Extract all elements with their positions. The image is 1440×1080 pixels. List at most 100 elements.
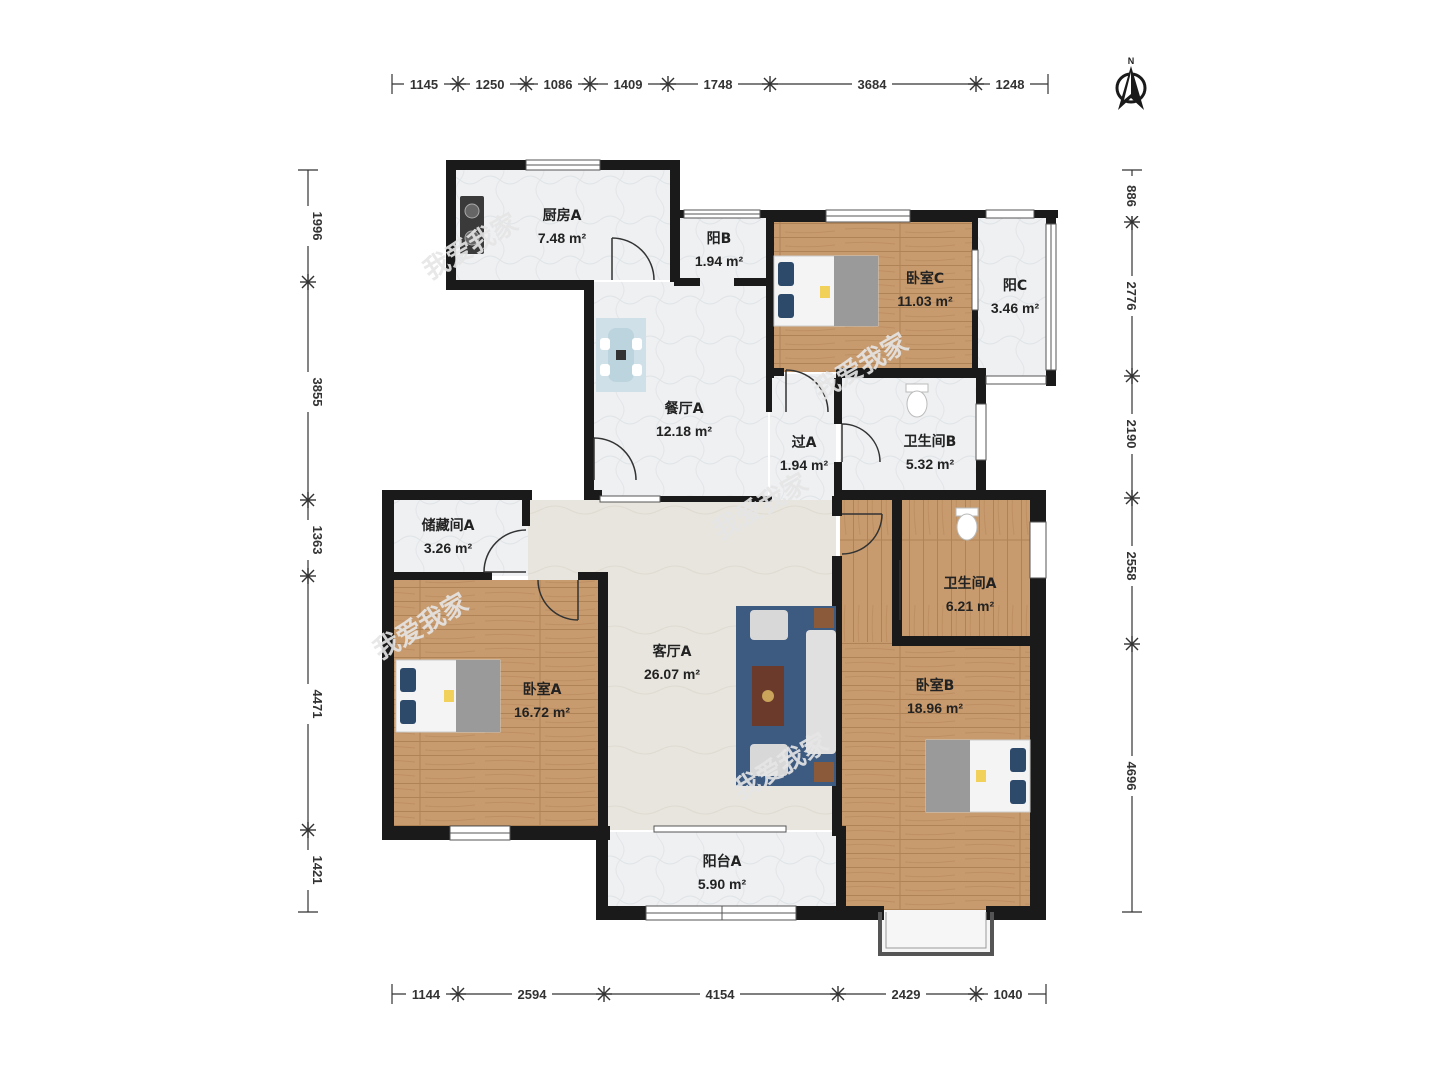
storage-door[interactable]	[483, 529, 527, 573]
dim-tick	[518, 76, 534, 92]
kitchen-area: 7.48 m²	[538, 230, 587, 246]
bathroom-a-area: 6.21 m²	[946, 598, 995, 614]
balcony-c-window-top	[985, 209, 1035, 219]
dim-bottom-4: 1040	[994, 987, 1023, 1002]
balcony-a-name: 阳台A	[703, 853, 742, 870]
bathroom-a-name: 卫生间A	[944, 575, 997, 592]
dining-sliding-door	[599, 495, 661, 503]
toilet-icon	[955, 507, 979, 541]
balcony-a-sliding-door	[653, 825, 787, 833]
dim-left-2: 1363	[310, 526, 325, 555]
passage-name: 过A	[792, 434, 817, 451]
dimension-ticks	[300, 76, 1140, 1002]
bedroom-c-area: 11.03 m²	[897, 293, 953, 309]
dim-tick	[1124, 490, 1140, 506]
dim-tick	[968, 76, 984, 92]
dim-tick	[300, 274, 316, 290]
kitchen-name: 厨房A	[543, 207, 582, 224]
bathroom-b-door[interactable]	[841, 423, 881, 463]
bedroom-b-door[interactable]	[841, 513, 883, 555]
bed-icon	[395, 659, 501, 733]
bedroom-c-door[interactable]	[785, 369, 829, 413]
bedroom-c-name: 卧室C	[906, 270, 944, 287]
bedroom-a-door[interactable]	[537, 579, 579, 621]
stove-icon	[460, 196, 484, 254]
balcony-c-window-bottom	[985, 375, 1047, 385]
dim-right-2: 2190	[1124, 420, 1139, 449]
balcony-b-floor	[672, 218, 768, 282]
dining-name: 餐厅A	[664, 400, 704, 417]
dim-bottom-1: 2594	[518, 987, 548, 1002]
dim-tick	[968, 986, 984, 1002]
dim-tick	[300, 568, 316, 584]
dim-right-labels: 886 2776 2190 2558 4696	[1124, 176, 1140, 796]
dim-tick	[830, 986, 846, 1002]
balcony-c-floor	[978, 218, 1050, 378]
dim-tick	[300, 822, 316, 838]
dim-bottom-labels: 1144 2594 4154 2429 1040	[406, 986, 1028, 1002]
dim-bottom-2: 4154	[706, 987, 736, 1002]
dim-tick	[596, 986, 612, 1002]
windows	[449, 159, 1057, 956]
dim-right-4: 4696	[1124, 762, 1139, 791]
bedroom-c-side-window	[971, 249, 979, 311]
bedroom-b-area: 18.96 m²	[907, 700, 963, 716]
dim-left-labels: 1996 3855 1363 4471 1421	[300, 206, 325, 890]
bedroom-b-name: 卧室B	[916, 677, 955, 694]
dim-top-4: 1748	[704, 77, 733, 92]
dim-tick	[300, 492, 316, 508]
dim-left-4: 1421	[310, 856, 325, 885]
compass-label: N	[1128, 56, 1135, 66]
dining-door[interactable]	[593, 437, 637, 481]
kitchen-door[interactable]	[611, 237, 655, 281]
bedroom-a-name: 卧室A	[523, 681, 562, 698]
dim-tick	[450, 76, 466, 92]
bathroom-b-name: 卫生间B	[904, 433, 957, 450]
dim-top-2: 1086	[544, 77, 573, 92]
bathroom-b-area: 5.32 m²	[906, 456, 955, 472]
kitchen-floor	[455, 168, 670, 280]
dim-right-0: 886	[1124, 185, 1139, 207]
bed-icon	[773, 255, 879, 327]
balcony-b-name: 阳B	[707, 231, 732, 247]
dim-left-1: 3855	[310, 378, 325, 407]
dining-area: 12.18 m²	[656, 423, 712, 439]
sofa-set-icon	[736, 606, 836, 786]
dim-top-0: 1145	[410, 77, 438, 92]
dim-top-6: 1248	[996, 77, 1025, 92]
doors	[483, 237, 901, 621]
passage-area: 1.94 m²	[780, 457, 829, 473]
dim-tick	[450, 986, 466, 1002]
dim-top-3: 1409	[614, 77, 643, 92]
living-area: 26.07 m²	[644, 666, 700, 682]
north-arrow-icon: N	[1115, 56, 1147, 110]
living-name: 客厅A	[652, 643, 692, 660]
bedroom-a-area: 16.72 m²	[514, 704, 570, 720]
storage-floor	[392, 498, 528, 576]
dim-top-1: 1250	[476, 77, 505, 92]
dim-bottom-3: 2429	[892, 987, 921, 1002]
balcony-a-floor	[604, 832, 836, 912]
balcony-c-area: 3.46 m²	[991, 300, 1040, 316]
furniture	[395, 196, 1031, 813]
balcony-b-area: 1.94 m²	[695, 253, 744, 269]
toilet-icon	[905, 383, 929, 418]
dim-bottom-0: 1144	[412, 987, 441, 1002]
balcony-a-area: 5.90 m²	[698, 876, 747, 892]
bed-icon	[925, 739, 1031, 813]
dim-tick	[762, 76, 778, 92]
dining-table-icon	[596, 318, 646, 392]
storage-area: 3.26 m²	[424, 540, 473, 556]
dim-left-0: 1996	[310, 212, 325, 241]
dim-left-3: 4471	[310, 690, 325, 719]
dim-right-1: 2776	[1124, 282, 1139, 311]
bathroom-a-window	[1029, 521, 1047, 579]
bay-window	[878, 912, 994, 956]
dim-tick	[660, 76, 676, 92]
dim-tick	[1124, 214, 1140, 230]
balcony-c-name: 阳C	[1003, 278, 1027, 294]
dim-right-3: 2558	[1124, 552, 1139, 581]
dim-top-labels: 1145 1250 1086 1409 1748 3684 1248	[404, 76, 1030, 92]
dim-tick	[1124, 368, 1140, 384]
